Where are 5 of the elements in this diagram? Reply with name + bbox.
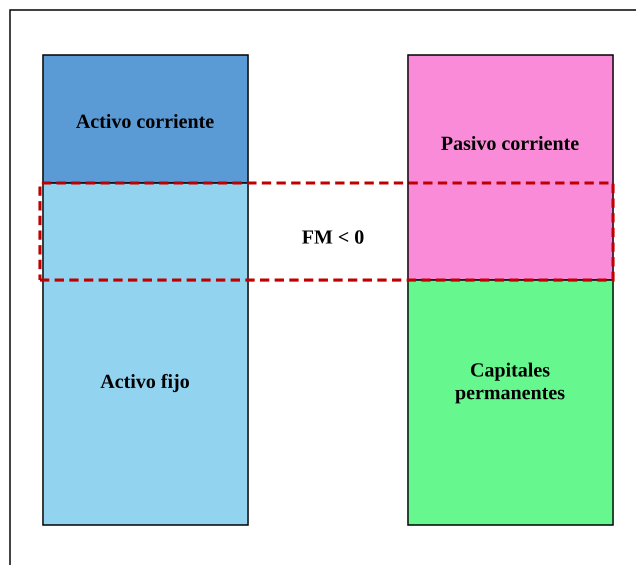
- balance-block: Activo corriente: [42, 54, 249, 184]
- balance-block: Pasivo corriente: [407, 54, 614, 281]
- balance-block: Activo fijo: [42, 182, 249, 526]
- dashed-band: FM < 0: [38, 181, 615, 282]
- balance-block: Capitales permanentes: [407, 279, 614, 526]
